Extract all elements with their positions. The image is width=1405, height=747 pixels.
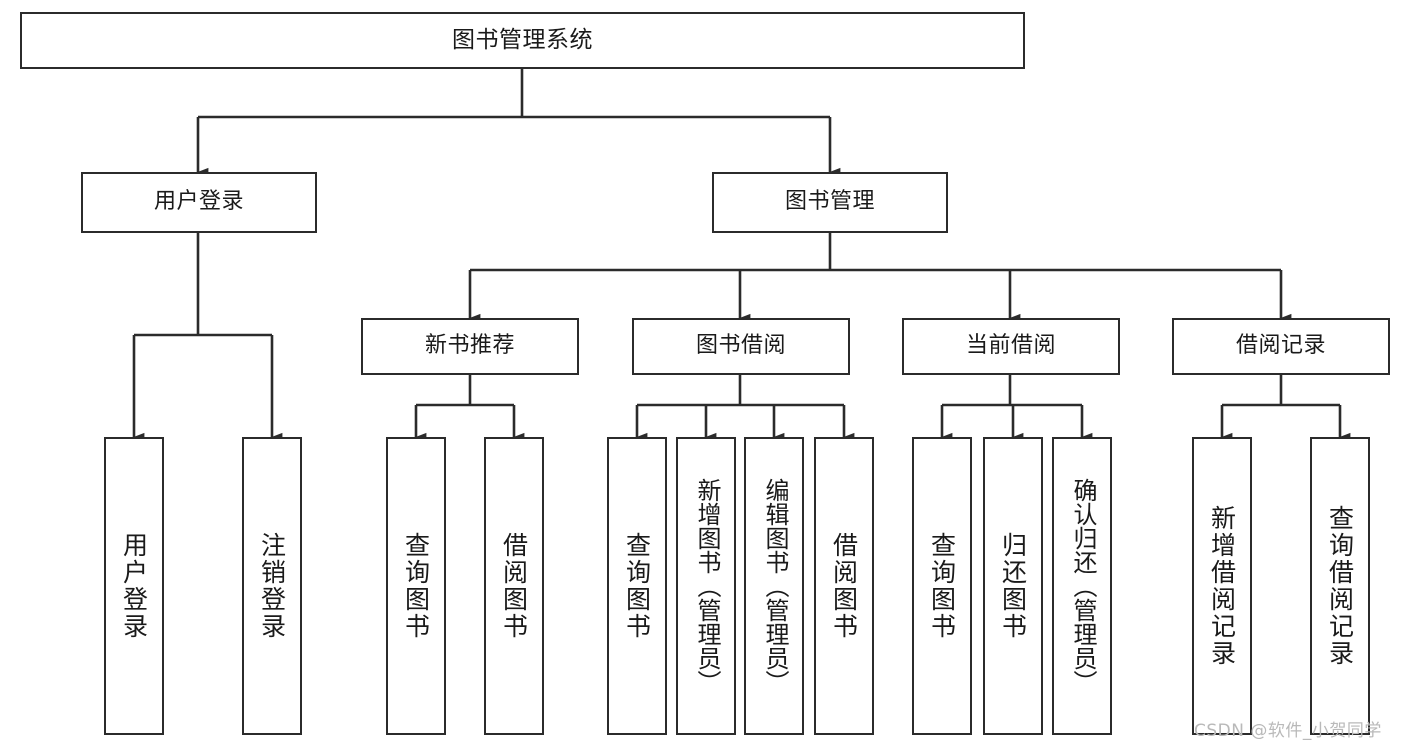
node-leaf-query-book-cur-label: 查询图书 [927, 532, 957, 640]
node-leaf-confirm-return-label: 确认归还（管理员） [1068, 478, 1097, 694]
node-leaf-user-login: 用户登录 [104, 437, 164, 735]
node-leaf-borrow-book-rec: 借阅图书 [484, 437, 544, 735]
node-book-management: 图书管理 [712, 172, 948, 233]
node-leaf-return-book-label: 归还图书 [998, 532, 1028, 640]
node-leaf-add-book: 新增图书（管理员） [676, 437, 736, 735]
node-current-borrow-label: 当前借阅 [965, 333, 1056, 359]
node-leaf-query-record-label: 查询借阅记录 [1325, 505, 1355, 667]
node-leaf-logout-label: 注销登录 [257, 532, 287, 640]
node-root-label: 图书管理系统 [452, 26, 593, 53]
node-root-system: 图书管理系统 [20, 12, 1025, 69]
node-borrow-record: 借阅记录 [1172, 318, 1390, 375]
node-leaf-edit-book: 编辑图书（管理员） [744, 437, 804, 735]
node-leaf-query-record: 查询借阅记录 [1310, 437, 1370, 735]
node-leaf-add-record-label: 新增借阅记录 [1207, 505, 1237, 667]
edge-group [132, 69, 1351, 442]
node-user-login-label: 用户登录 [153, 189, 244, 215]
node-leaf-logout: 注销登录 [242, 437, 302, 735]
node-current-borrow: 当前借阅 [902, 318, 1120, 375]
node-leaf-user-login-label: 用户登录 [119, 532, 149, 640]
node-leaf-query-book-cur: 查询图书 [912, 437, 972, 735]
csdn-watermark: CSDN @软件_小贺同学 [1194, 721, 1382, 741]
node-leaf-borrow-book-rec-label: 借阅图书 [499, 532, 529, 640]
node-leaf-edit-book-label: 编辑图书（管理员） [760, 478, 789, 694]
node-book-management-label: 图书管理 [784, 189, 875, 215]
node-leaf-query-book-rec-label: 查询图书 [401, 532, 431, 640]
node-user-login: 用户登录 [81, 172, 317, 233]
node-book-borrow: 图书借阅 [632, 318, 850, 375]
node-leaf-add-book-label: 新增图书（管理员） [692, 478, 721, 694]
node-leaf-query-book-rec: 查询图书 [386, 437, 446, 735]
node-new-book-recommend: 新书推荐 [361, 318, 579, 375]
node-borrow-record-label: 借阅记录 [1235, 333, 1326, 359]
node-leaf-borrow-book-label: 借阅图书 [829, 532, 859, 640]
node-leaf-query-book-borrow: 查询图书 [607, 437, 667, 735]
node-leaf-return-book: 归还图书 [983, 437, 1043, 735]
node-book-borrow-label: 图书借阅 [695, 333, 786, 359]
node-leaf-add-record: 新增借阅记录 [1192, 437, 1252, 735]
node-new-book-recommend-label: 新书推荐 [424, 333, 515, 359]
node-leaf-confirm-return: 确认归还（管理员） [1052, 437, 1112, 735]
node-leaf-borrow-book: 借阅图书 [814, 437, 874, 735]
node-leaf-query-book-borrow-label: 查询图书 [622, 532, 652, 640]
